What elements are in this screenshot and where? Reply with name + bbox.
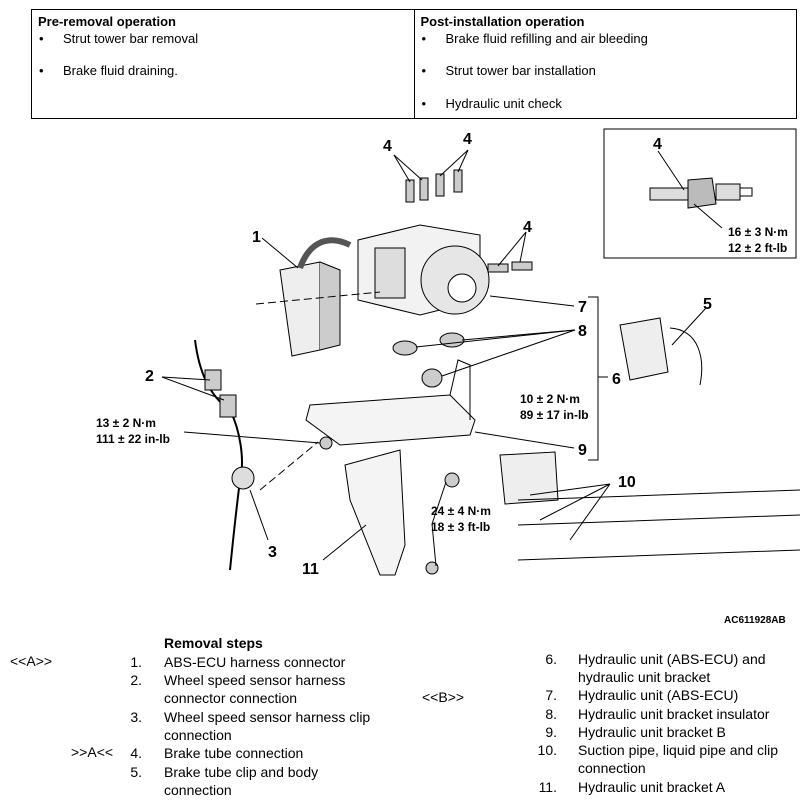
- torque-10-inlb: 89 ± 17 in-lb: [520, 408, 589, 422]
- callout-4: 4: [653, 136, 662, 153]
- body-clip-illustration: [619, 307, 707, 386]
- callout-4: 4: [383, 138, 392, 155]
- step-text-continued: hydraulic unit bracket: [578, 669, 711, 685]
- step-text: Brake tube clip and body: [164, 764, 319, 780]
- step-text-continued: connection: [164, 782, 232, 798]
- bracket-insulators: [392, 329, 576, 388]
- step-text: Wheel speed sensor harness clip: [164, 709, 371, 725]
- step-number: 8.: [545, 706, 557, 722]
- post-installation-item: Strut tower bar installation: [422, 63, 596, 78]
- callout-4: 4: [523, 219, 532, 236]
- torque-inset-nm: 16 ± 3 N·m: [728, 225, 788, 239]
- brake-tube-fittings-side: [487, 231, 533, 273]
- step-text: Brake tube connection: [164, 745, 304, 761]
- post-installation-item: Brake fluid refilling and air bleeding: [422, 31, 648, 46]
- step-text: ABS-ECU harness connector: [164, 654, 346, 670]
- step-number: 11.: [538, 779, 557, 795]
- torque-inset-ftlb: 12 ± 2 ft-lb: [728, 241, 787, 255]
- pre-removal-item: Strut tower bar removal: [39, 31, 198, 46]
- step-text: Hydraulic unit bracket A: [578, 779, 726, 795]
- harness-connector-illustration: [261, 237, 352, 357]
- step-text: Hydraulic unit bracket insulator: [578, 706, 770, 722]
- torque-13-nm: 13 ± 2 N·m: [96, 416, 156, 430]
- brake-tube-flare-nut-illustration: [649, 150, 753, 229]
- exploded-view-diagram: 1 2 3 4 4 4 4 5 6 7 8 9 10 11 16 ± 3 N·m…: [96, 128, 801, 578]
- bracket-b-illustration: [183, 359, 575, 450]
- step-number: 7.: [545, 687, 557, 703]
- pre-removal-item: Brake fluid draining.: [39, 63, 178, 78]
- step-text: Hydraulic unit bracket B: [578, 724, 726, 740]
- step-number: 4.: [130, 745, 142, 761]
- post-installation-item: Hydraulic unit check: [422, 96, 562, 111]
- step-number: 3.: [130, 709, 142, 725]
- torque-24-ftlb: 18 ± 3 ft-lb: [431, 520, 490, 534]
- callout-5: 5: [703, 296, 712, 313]
- torque-24-nm: 24 ± 4 N·m: [431, 504, 491, 518]
- torque-10-nm: 10 ± 2 N·m: [520, 392, 580, 406]
- callout-7: 7: [578, 299, 587, 316]
- figure-code: AC611928AB: [724, 615, 786, 626]
- inset-frame: [603, 128, 797, 259]
- ref-a-left: <<A>>: [10, 653, 53, 669]
- step-number: 9.: [545, 724, 557, 740]
- callout-6: 6: [612, 371, 621, 388]
- brake-tube-fittings-top: [393, 149, 469, 203]
- pipe-clip-illustration: [499, 451, 801, 561]
- callout-4: 4: [463, 131, 472, 148]
- callout-2: 2: [145, 368, 154, 385]
- post-installation-column: Post-installation operation Brake fluid …: [413, 10, 797, 118]
- pre-removal-title: Pre-removal operation: [38, 14, 176, 29]
- step-text-continued: connector connection: [164, 690, 298, 706]
- step-text: Wheel speed sensor harness: [164, 672, 346, 688]
- operation-table: Pre-removal operation Strut tower bar re…: [31, 9, 797, 119]
- step-text: Hydraulic unit (ABS-ECU): [578, 687, 739, 703]
- callout-10: 10: [618, 474, 636, 491]
- hydraulic-unit-illustration: [255, 224, 575, 316]
- callout-3: 3: [268, 544, 277, 561]
- torque-13-inlb: 111 ± 22 in-lb: [96, 432, 170, 446]
- step-text: Hydraulic unit (ABS-ECU) and: [578, 651, 766, 667]
- step-number: 2.: [130, 672, 142, 688]
- removal-steps: Removal steps <<A>> >>A<< <<B>> 1. ABS-E…: [0, 634, 812, 804]
- step-text-continued: connection: [164, 727, 232, 743]
- post-installation-title: Post-installation operation: [420, 14, 585, 29]
- step-number: 10.: [537, 742, 557, 758]
- wheel-speed-sensor-harness: [161, 339, 319, 571]
- pre-removal-column: Pre-removal operation Strut tower bar re…: [32, 10, 414, 118]
- bracket-a-illustration: [322, 449, 460, 576]
- ref-b-left: <<B>>: [422, 689, 465, 705]
- step-text: Suction pipe, liquid pipe and clip: [578, 742, 779, 758]
- step-number: 6.: [545, 651, 557, 667]
- callout-11: 11: [302, 561, 319, 578]
- callout-9: 9: [578, 442, 587, 459]
- callout-1: 1: [252, 229, 261, 246]
- group-bracket-line: [588, 296, 599, 461]
- step-number: 1.: [130, 654, 142, 670]
- step-text-continued: connection: [578, 760, 646, 776]
- callout-8: 8: [578, 323, 587, 340]
- ref-a-right: >>A<<: [71, 744, 114, 760]
- step-number: 5.: [130, 764, 142, 780]
- removal-steps-title: Removal steps: [164, 635, 263, 651]
